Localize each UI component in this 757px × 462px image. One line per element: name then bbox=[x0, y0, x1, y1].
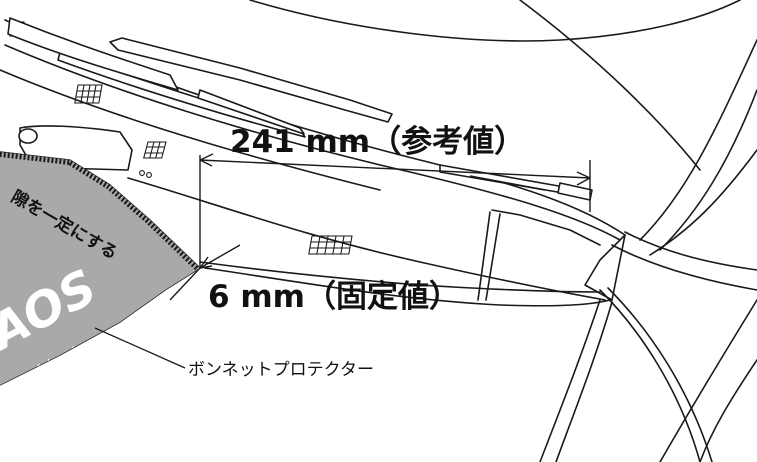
wiper-upper bbox=[7, 17, 393, 138]
callout-leader bbox=[94, 327, 186, 369]
wiper-lower bbox=[439, 164, 593, 201]
dimension-reference-label: 241 mm（参考値） bbox=[230, 124, 525, 160]
dimension-fixed-label: 6 mm（固定値） bbox=[208, 279, 460, 315]
bonnet-protector: AOS ew Adventure. bbox=[0, 151, 202, 386]
bonnet-protector-label: ボンネットプロテクター bbox=[188, 360, 374, 380]
dimension-lines bbox=[169, 153, 591, 301]
